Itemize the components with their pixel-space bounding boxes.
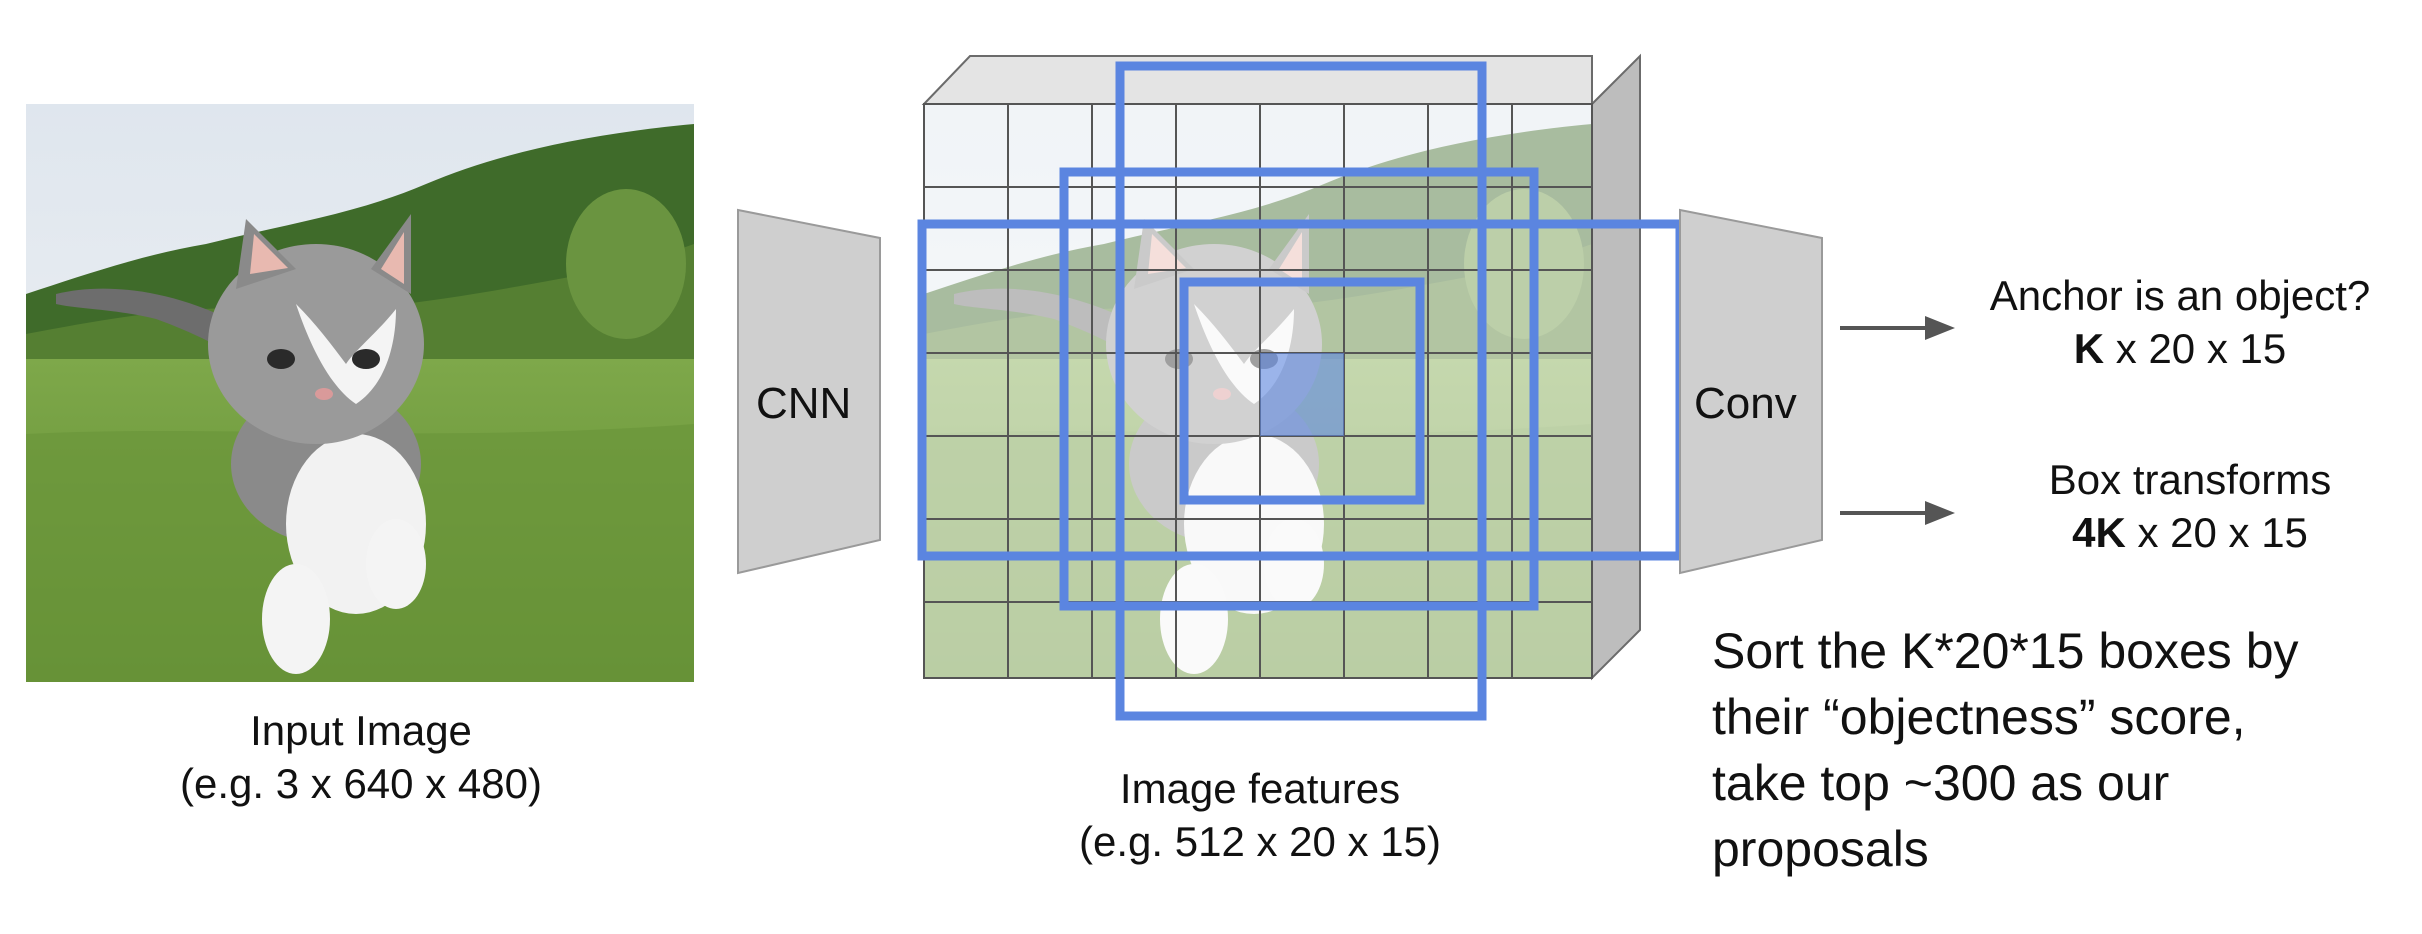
right-arrow-icon bbox=[1840, 501, 1955, 525]
cnn-block bbox=[737, 208, 881, 575]
features-subtitle: (e.g. 512 x 20 x 15) bbox=[1079, 817, 1441, 865]
input-caption: Input Image (e.g. 3 x 640 x 480) bbox=[96, 705, 626, 810]
box-title: Box transforms bbox=[2048, 456, 2332, 503]
box-output: Box transforms 4K x 20 x 15 bbox=[2000, 454, 2380, 559]
objectness-output: Anchor is an object? K x 20 x 15 bbox=[1960, 270, 2400, 375]
note-line: their “objectness” score, bbox=[1712, 689, 2246, 745]
feature-map bbox=[924, 104, 1592, 678]
anchor-boxes bbox=[917, 61, 1685, 721]
note-line: take top ~300 as our bbox=[1712, 755, 2170, 811]
features-caption: Image features (e.g. 512 x 20 x 15) bbox=[1000, 763, 1520, 868]
feature-volume-side bbox=[1591, 53, 1641, 681]
features-title: Image features bbox=[1119, 765, 1401, 812]
input-image bbox=[26, 104, 694, 682]
cnn-label: CNN bbox=[756, 379, 852, 428]
box-shape: 4K x 20 x 15 bbox=[2072, 508, 2308, 556]
proposal-note: Sort the K*20*15 boxes by their “objectn… bbox=[1712, 618, 2402, 882]
note-line: Sort the K*20*15 boxes by bbox=[1712, 623, 2299, 679]
conv-label: Conv bbox=[1694, 379, 1797, 428]
input-subtitle: (e.g. 3 x 640 x 480) bbox=[180, 759, 542, 807]
right-arrow-icon bbox=[1840, 316, 1955, 340]
anchor-center-cell bbox=[1260, 353, 1344, 436]
note-line: proposals bbox=[1712, 821, 1929, 877]
anchor-box-square bbox=[1059, 167, 1539, 611]
conv-block bbox=[1679, 208, 1823, 575]
input-title: Input Image bbox=[250, 707, 472, 754]
anchor-box-small bbox=[1179, 277, 1425, 505]
objectness-shape: K x 20 x 15 bbox=[2073, 324, 2287, 372]
objectness-question: Anchor is an object? bbox=[1989, 272, 2371, 319]
anchor-box-tall bbox=[1115, 61, 1487, 721]
